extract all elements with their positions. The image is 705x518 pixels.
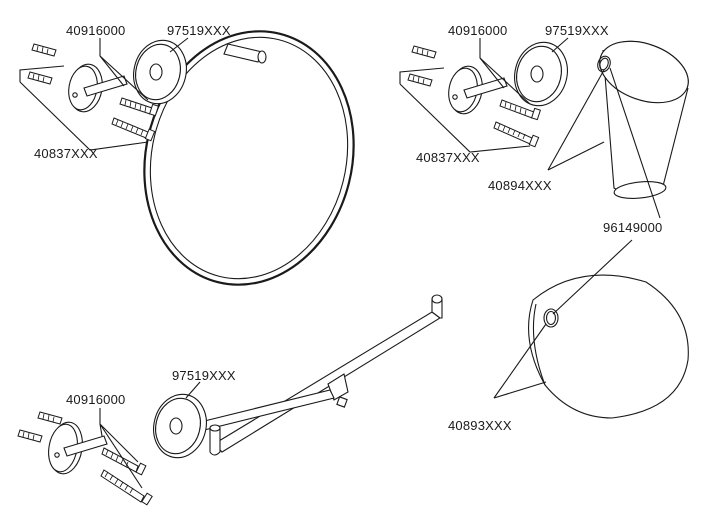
part-label-pin: 40916000	[448, 23, 507, 38]
wall-plate	[448, 65, 508, 115]
tumbler-cup	[597, 40, 689, 199]
wall-plate	[68, 63, 128, 113]
tumbler-holder-assembly: 40916000 97519XXX 40837XXX 40894XXX 9614…	[399, 23, 689, 235]
part-label-wall-plate: 40837XXX	[416, 150, 480, 165]
part-label-soap-bowl: 40893XXX	[448, 418, 512, 433]
fixing-screws	[111, 97, 160, 142]
soap-bowl	[528, 274, 689, 419]
ring-seal	[545, 310, 557, 326]
towel-ring-arm	[223, 43, 263, 63]
rosette-cover	[514, 41, 568, 107]
towel-rail-bar	[213, 311, 441, 453]
part-label-tumbler: 40894XXX	[488, 178, 552, 193]
part-label-rosette: 97519XXX	[172, 368, 236, 383]
towel-rail-assembly: 97519XXX 40916000	[17, 294, 443, 506]
wall-dowels	[27, 43, 57, 85]
rosette-cover	[133, 39, 187, 105]
towel-ring-inner	[149, 36, 349, 280]
towel-ring-assembly: 40916000 97519XXX 40837XXX	[19, 23, 355, 286]
fixing-screws	[100, 447, 153, 506]
soap-bowl-assembly: 40893XXX	[448, 239, 689, 433]
part-label-pin: 40916000	[66, 392, 125, 407]
wall-dowels	[17, 411, 63, 443]
ring-seal	[599, 57, 609, 71]
part-label-rosette: 97519XXX	[167, 23, 231, 38]
wall-plate	[48, 421, 108, 475]
callout-lines-a	[19, 37, 189, 151]
part-label-pin: 40916000	[66, 23, 125, 38]
fixing-screws	[493, 99, 542, 148]
part-label-ring-seal: 96149000	[603, 220, 662, 235]
part-label-wall-plate: 40837XXX	[34, 146, 98, 161]
wall-dowels	[407, 45, 437, 87]
callout-lines-b	[399, 37, 661, 219]
rosette-cover	[153, 393, 207, 459]
part-label-rosette: 97519XXX	[545, 23, 609, 38]
callout-lines-c	[99, 381, 201, 489]
